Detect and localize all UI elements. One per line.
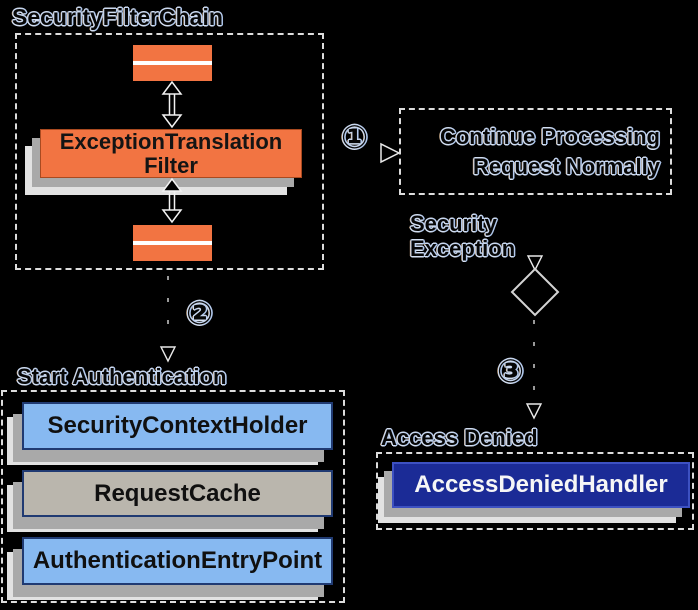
- security-filter-chain-box: [15, 33, 324, 270]
- filter-bar-divider: [133, 61, 212, 65]
- request-cache-box: RequestCache: [22, 470, 333, 517]
- step-2-connector-line: [167, 276, 169, 342]
- filter-bar: [133, 225, 212, 241]
- security-exception-line1: Security: [410, 211, 497, 236]
- access-denied-box: [376, 452, 694, 530]
- step-3-badge: ③: [497, 353, 525, 389]
- filter-label-line1: ExceptionTranslation: [59, 128, 283, 154]
- decision-diamond-icon: [510, 267, 560, 317]
- request-cache-label: RequestCache: [94, 479, 261, 507]
- continue-processing-box: Continue Processing Request Normally: [399, 108, 672, 195]
- start-authentication-label: Start Authentication: [17, 364, 227, 389]
- step-2-badge: ②: [186, 295, 214, 331]
- step-1-badge: ①: [341, 119, 369, 155]
- step-3-connector-line: [533, 320, 535, 400]
- filter-bar-divider: [133, 241, 212, 245]
- filter-bars-bottom: [133, 225, 212, 261]
- arrowhead-right-icon: [380, 142, 401, 164]
- security-exception-line2: Exception: [410, 236, 516, 261]
- bidirectional-arrow-icon: [161, 80, 183, 129]
- authentication-entry-point-label: AuthenticationEntryPoint: [32, 547, 323, 574]
- arrowhead-down-icon: [526, 255, 544, 272]
- arrowhead-down-icon: [525, 403, 543, 420]
- authentication-entry-point-box: AuthenticationEntryPoint: [22, 537, 333, 585]
- filter-bar: [133, 45, 212, 61]
- filter-bar: [133, 65, 212, 81]
- security-filter-chain-title: SecurityFilterChain: [12, 4, 223, 30]
- security-context-holder-box: SecurityContextHolder: [22, 402, 333, 450]
- exception-translation-filter-box: ExceptionTranslation Filter: [40, 129, 302, 178]
- filter-label-line2: Filter: [144, 152, 198, 178]
- access-denied-handler-label: AccessDeniedHandler: [414, 471, 668, 498]
- continue-line2: Request Normally: [472, 153, 660, 179]
- security-context-holder-label: SecurityContextHolder: [47, 412, 308, 439]
- filter-bars-top: [133, 45, 212, 81]
- continue-line1: Continue Processing: [439, 123, 660, 149]
- bidirectional-arrow-icon: [161, 177, 183, 224]
- start-authentication-box: [1, 390, 345, 603]
- security-exception-label: Security Exception: [410, 211, 515, 261]
- access-denied-label: Access Denied: [381, 425, 538, 450]
- access-denied-handler-box: AccessDeniedHandler: [392, 462, 690, 508]
- arrowhead-down-icon: [159, 346, 177, 363]
- filter-bar: [133, 245, 212, 261]
